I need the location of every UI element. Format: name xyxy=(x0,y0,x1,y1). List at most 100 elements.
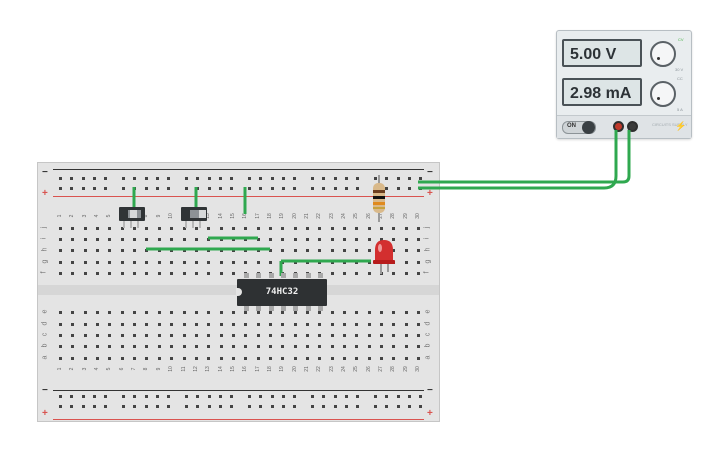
terminal-hole[interactable] xyxy=(367,357,371,360)
rail-top-minus-hole[interactable] xyxy=(70,177,74,180)
rail-top-plus-hole[interactable] xyxy=(396,187,400,190)
terminal-hole[interactable] xyxy=(355,249,359,252)
terminal-hole[interactable] xyxy=(182,272,186,275)
terminal-hole[interactable] xyxy=(133,345,137,348)
terminal-hole[interactable] xyxy=(108,357,112,360)
terminal-hole[interactable] xyxy=(404,249,408,252)
terminal-hole[interactable] xyxy=(367,323,371,326)
rail-top-minus-hole[interactable] xyxy=(59,177,62,180)
terminal-hole[interactable] xyxy=(170,323,174,326)
terminal-hole[interactable] xyxy=(71,227,75,230)
terminal-hole[interactable] xyxy=(268,334,272,337)
terminal-hole[interactable] xyxy=(120,238,124,241)
terminal-hole[interactable] xyxy=(83,334,87,337)
rail-bottom-plus-hole[interactable] xyxy=(356,405,360,408)
terminal-hole[interactable] xyxy=(108,261,112,264)
terminal-hole[interactable] xyxy=(194,357,198,360)
terminal-hole[interactable] xyxy=(219,311,223,314)
rail-bottom-minus-hole[interactable] xyxy=(104,395,108,398)
terminal-hole[interactable] xyxy=(170,345,174,348)
terminal-hole[interactable] xyxy=(367,334,371,337)
rail-top-minus-hole[interactable] xyxy=(81,177,85,180)
terminal-hole[interactable] xyxy=(96,238,100,241)
terminal-hole[interactable] xyxy=(244,345,248,348)
terminal-hole[interactable] xyxy=(392,249,396,252)
rail-top-plus-hole[interactable] xyxy=(248,187,251,190)
terminal-hole[interactable] xyxy=(293,311,297,314)
terminal-hole[interactable] xyxy=(306,311,309,314)
terminal-hole[interactable] xyxy=(306,227,309,230)
terminal-hole[interactable] xyxy=(219,227,223,230)
terminal-hole[interactable] xyxy=(182,227,186,230)
terminal-hole[interactable] xyxy=(96,334,100,337)
terminal-hole[interactable] xyxy=(367,311,371,314)
terminal-hole[interactable] xyxy=(330,334,334,337)
terminal-hole[interactable] xyxy=(268,345,272,348)
rail-top-minus-hole[interactable] xyxy=(133,177,137,180)
terminal-hole[interactable] xyxy=(96,249,100,252)
rail-bottom-minus-hole[interactable] xyxy=(155,395,159,398)
terminal-hole[interactable] xyxy=(281,323,285,326)
terminal-hole[interactable] xyxy=(306,238,309,241)
terminal-hole[interactable] xyxy=(318,323,322,326)
terminal-hole[interactable] xyxy=(83,357,87,360)
rail-top-plus-hole[interactable] xyxy=(196,187,200,190)
terminal-hole[interactable] xyxy=(194,345,198,348)
terminal-hole[interactable] xyxy=(157,334,161,337)
rail-bottom-plus-hole[interactable] xyxy=(230,405,234,408)
terminal-hole[interactable] xyxy=(417,227,421,230)
terminal-hole[interactable] xyxy=(157,227,161,230)
terminal-hole[interactable] xyxy=(380,334,384,337)
terminal-hole[interactable] xyxy=(404,261,408,264)
terminal-hole[interactable] xyxy=(330,272,334,275)
slide-switch-2[interactable] xyxy=(181,207,207,221)
terminal-hole[interactable] xyxy=(330,261,334,264)
terminal-hole[interactable] xyxy=(404,334,408,337)
terminal-hole[interactable] xyxy=(417,261,421,264)
terminal-hole[interactable] xyxy=(145,345,149,348)
terminal-hole[interactable] xyxy=(392,238,396,241)
terminal-hole[interactable] xyxy=(404,357,408,360)
terminal-hole[interactable] xyxy=(108,249,112,252)
terminal-hole[interactable] xyxy=(108,323,112,326)
rail-bottom-plus-hole[interactable] xyxy=(104,405,108,408)
terminal-hole[interactable] xyxy=(330,311,334,314)
terminal-hole[interactable] xyxy=(219,249,223,252)
terminal-hole[interactable] xyxy=(133,311,137,314)
rail-top-minus-hole[interactable] xyxy=(248,177,251,180)
terminal-hole[interactable] xyxy=(133,357,137,360)
terminal-hole[interactable] xyxy=(355,311,359,314)
rail-bottom-plus-hole[interactable] xyxy=(396,405,400,408)
terminal-hole[interactable] xyxy=(207,311,211,314)
rail-top-plus-hole[interactable] xyxy=(122,187,125,190)
rail-top-minus-hole[interactable] xyxy=(419,177,423,180)
terminal-hole[interactable] xyxy=(256,357,260,360)
terminal-hole[interactable] xyxy=(318,238,322,241)
rail-top-plus-hole[interactable] xyxy=(333,187,337,190)
terminal-hole[interactable] xyxy=(71,323,75,326)
terminal-hole[interactable] xyxy=(207,249,211,252)
terminal-hole[interactable] xyxy=(231,227,235,230)
terminal-hole[interactable] xyxy=(355,261,359,264)
terminal-hole[interactable] xyxy=(318,261,322,264)
rail-top-plus-hole[interactable] xyxy=(356,187,360,190)
terminal-hole[interactable] xyxy=(293,249,297,252)
terminal-hole[interactable] xyxy=(404,323,408,326)
rail-top-minus-hole[interactable] xyxy=(311,177,314,180)
terminal-hole[interactable] xyxy=(417,238,421,241)
rail-top-plus-hole[interactable] xyxy=(385,187,389,190)
terminal-hole[interactable] xyxy=(355,227,359,230)
terminal-hole[interactable] xyxy=(343,261,347,264)
terminal-hole[interactable] xyxy=(343,334,347,337)
terminal-hole[interactable] xyxy=(330,323,334,326)
terminal-hole[interactable] xyxy=(268,261,272,264)
terminal-hole[interactable] xyxy=(380,345,384,348)
terminal-hole[interactable] xyxy=(404,311,408,314)
terminal-hole[interactable] xyxy=(71,345,75,348)
terminal-hole[interactable] xyxy=(59,249,62,252)
terminal-hole[interactable] xyxy=(83,227,87,230)
terminal-hole[interactable] xyxy=(367,345,371,348)
terminal-hole[interactable] xyxy=(281,238,285,241)
terminal-hole[interactable] xyxy=(268,238,272,241)
power-supply[interactable]: 5.00 V 2.98 mA CV CC 30 V 5 A ON CIRCUIT… xyxy=(556,30,692,139)
